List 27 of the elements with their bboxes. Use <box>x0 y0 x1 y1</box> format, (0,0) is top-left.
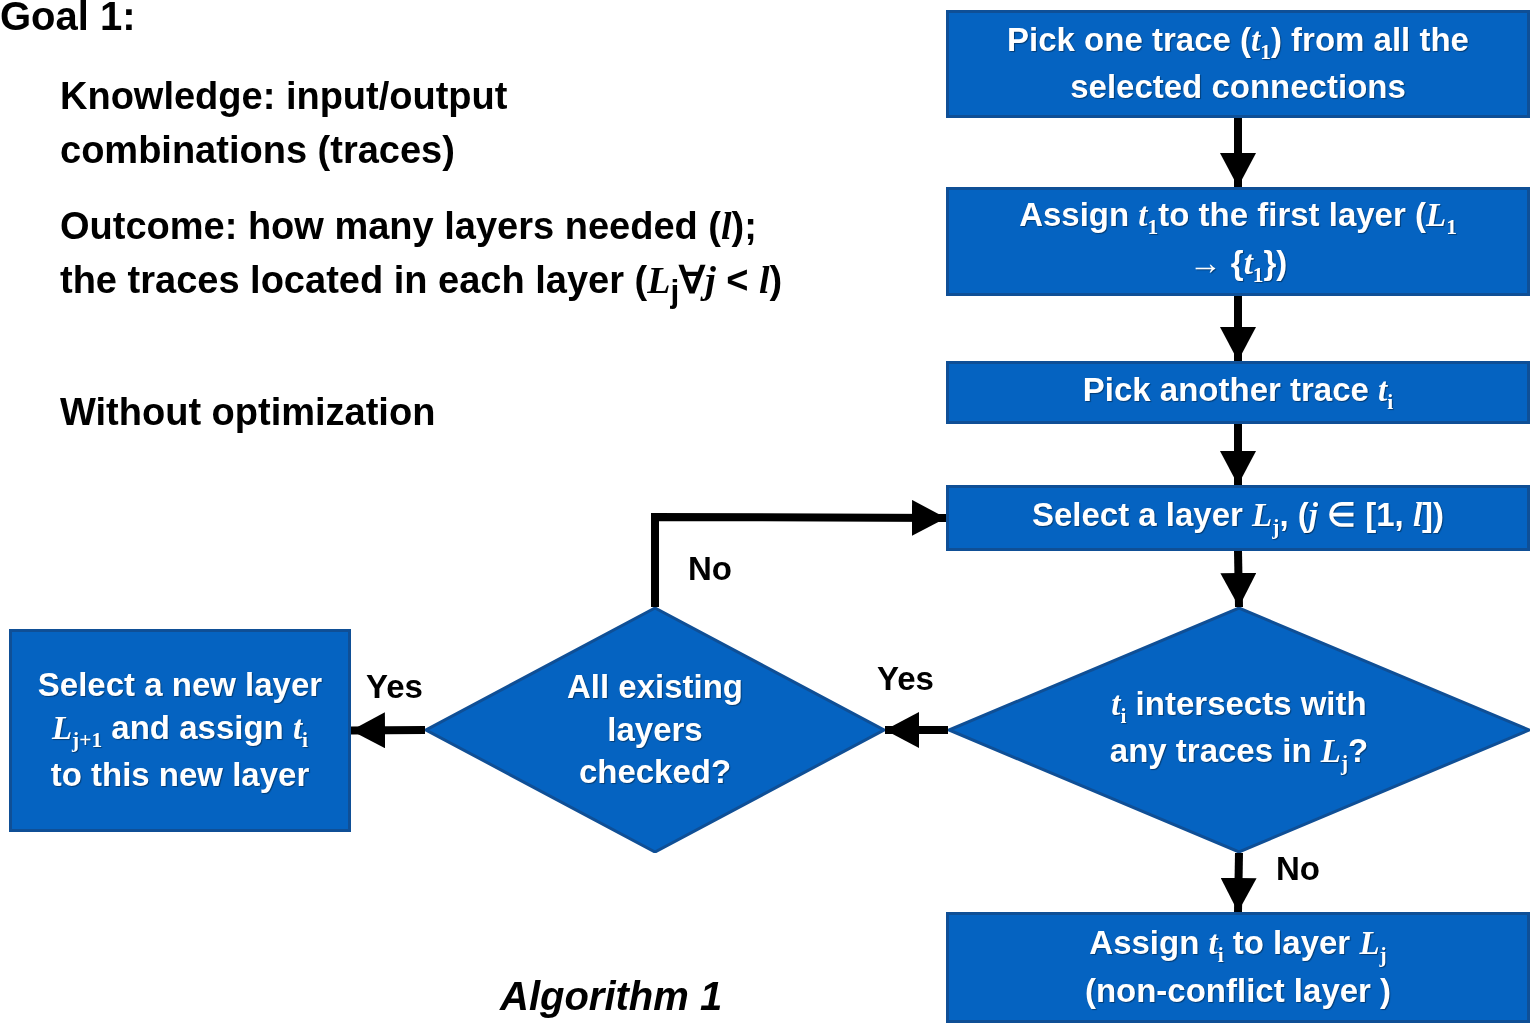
process-box <box>9 629 351 832</box>
process-box <box>946 361 1530 424</box>
arrow <box>1220 424 1256 485</box>
node-text: All existing layers checked? <box>565 666 744 793</box>
process-box <box>946 10 1530 118</box>
process-box <box>946 485 1530 551</box>
node-text: Select a new layer L$_{j+1}$ and assign t$_{i}$ to this new layer <box>36 664 324 796</box>
node-text: Assign t$_{i}$ to layer L$_{j}$ (non-conflict layer ) <box>1083 923 1393 1011</box>
process-box <box>946 912 1530 1023</box>
node-text: t$_{i}$ intersects with any traces in L$_{j}$? <box>1108 683 1370 777</box>
note-text: Outcome: how many layers needed (l); the traces located in each layer (L$_{j}$∀j < l) <box>60 204 784 311</box>
note-text: Without optimization <box>60 390 437 435</box>
title: Goal 1: <box>0 0 136 40</box>
node-text: Pick one trace (t$_{1}$) from all the selected connections <box>1006 19 1470 108</box>
note-text: Knowledge: input/output combinations (traces) <box>60 74 509 173</box>
arrow <box>1220 852 1257 913</box>
node-text: Select a layer L$_{j}$, (j ∈ [1, l]) <box>1031 495 1445 541</box>
arrow <box>1220 118 1256 187</box>
arrow <box>1220 550 1257 608</box>
caption: Algorithm 1 <box>500 973 723 1020</box>
arrow <box>885 712 948 748</box>
arrow <box>350 712 426 749</box>
process-box <box>946 187 1530 296</box>
node-text: Pick another trace t$_{i}$ <box>1082 369 1394 416</box>
node-text: Assign t$_{1}$to the first layer (L$_{1}$ → {t$_{1}$}) <box>1018 195 1458 289</box>
arrow <box>1220 296 1256 361</box>
arrow <box>651 499 946 607</box>
